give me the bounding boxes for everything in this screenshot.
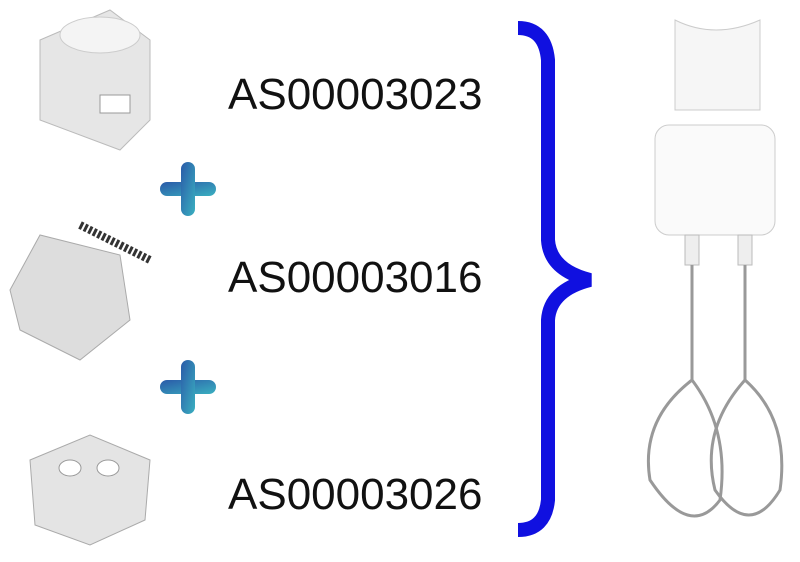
part-code-latch: AS00003016 bbox=[228, 253, 483, 302]
part-housing-image bbox=[39, 9, 151, 151]
mixer-attachment-image bbox=[646, 19, 784, 518]
part-code-cover: AS00003026 bbox=[228, 470, 483, 519]
part-code-housing: AS00003023 bbox=[228, 70, 483, 119]
plus-icon bbox=[160, 162, 216, 216]
plus-icon bbox=[160, 360, 216, 414]
part-latch-image bbox=[9, 221, 152, 361]
part-cover-image bbox=[29, 434, 151, 546]
brace bbox=[517, 21, 592, 537]
